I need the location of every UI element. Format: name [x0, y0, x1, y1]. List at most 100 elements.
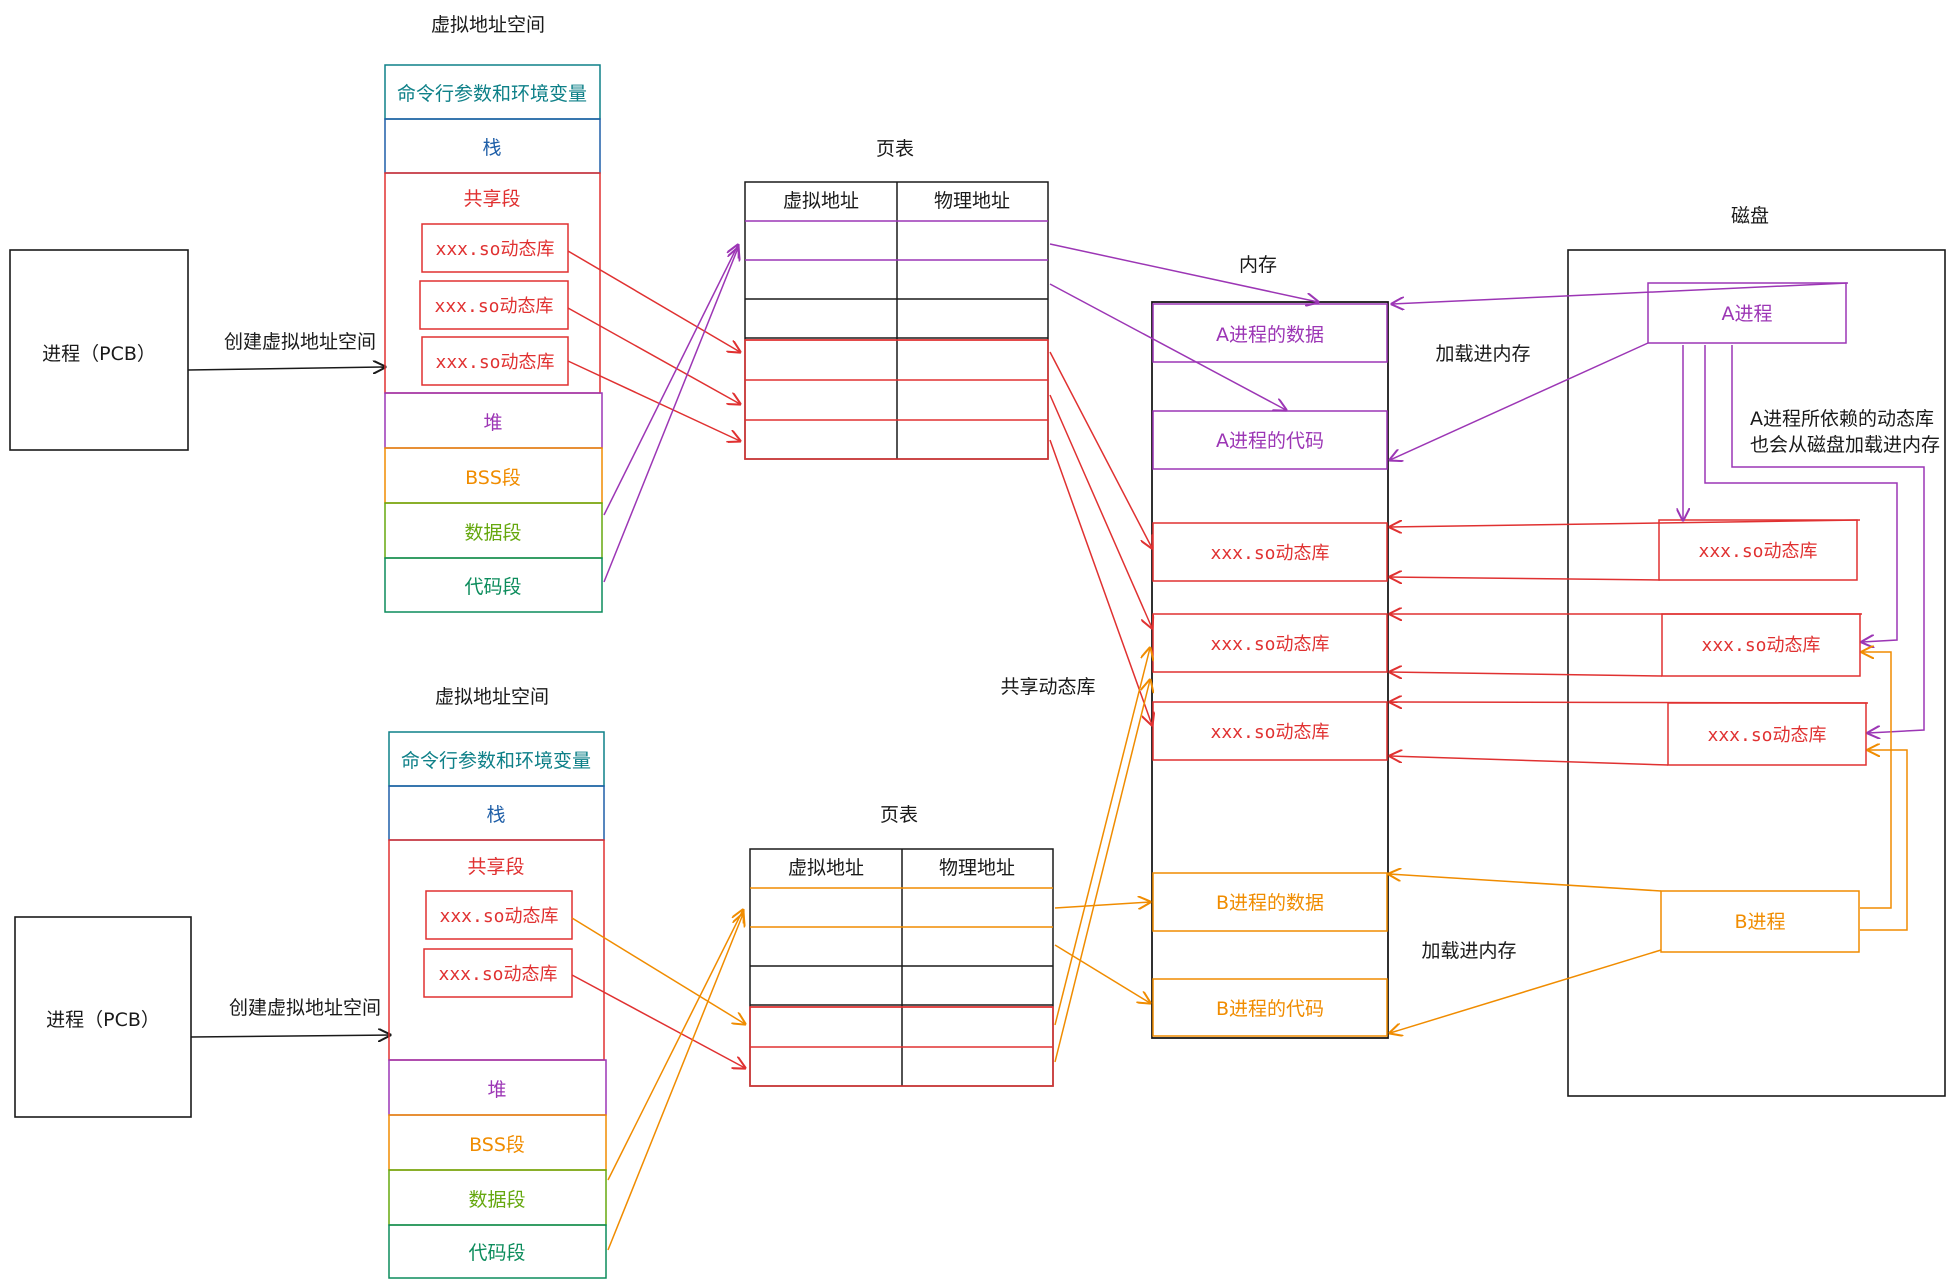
segment-heap-label-a: 堆 — [483, 412, 502, 434]
arrow-pt-b-to-b-code — [1054, 944, 1150, 1003]
arrow-disk-b-to-lib2 — [1860, 652, 1892, 909]
segment-code-b — [388, 1224, 607, 1279]
disk: 磁盘 A进程 xxx.so动态库 xxx.so动态库 xxx.so动态库 B进程… — [1421, 205, 1946, 1097]
create-label-b: 创建虚拟地址空间 — [229, 997, 381, 1019]
shared-lib-label-a-3: xxx.so动态库 — [435, 352, 554, 373]
disk-b-process-label: B进程 — [1734, 911, 1785, 933]
disk-lib-1 — [1658, 519, 1858, 581]
page-table-col-physical-a: 物理地址 — [934, 190, 1010, 212]
disk-lib-2-label: xxx.so动态库 — [1701, 635, 1820, 656]
arrow-pt-a-to-lib3 — [1049, 439, 1152, 725]
arrow-pt-a-to-lib1 — [1049, 351, 1152, 548]
page-table-red-block-a — [744, 339, 1049, 460]
page-table-title-b: 页表 — [880, 804, 918, 826]
pcb-label-b: 进程（PCB） — [46, 1009, 160, 1031]
arrow-lib-b2-to-pt — [571, 974, 745, 1068]
disk-lib-1-label: xxx.so动态库 — [1698, 541, 1817, 562]
process-a: 进程（PCB） 创建虚拟地址空间 虚拟地址空间 命令行参数和环境变量 栈 共享段… — [9, 14, 1049, 613]
arrow-code-a-to-pt — [603, 248, 738, 583]
arrow-disk-lib3-to-mem3 — [1390, 702, 1869, 703]
memory: 内存 A进程的数据 A进程的代码 xxx.so动态库 xxx.so动态库 xxx… — [1000, 254, 1389, 1039]
disk-title: 磁盘 — [1731, 205, 1769, 227]
disk-b-process — [1660, 890, 1860, 953]
shared-lib-b-2 — [423, 948, 573, 998]
memory-title: 内存 — [1239, 254, 1277, 276]
vas-title-a: 虚拟地址空间 — [431, 14, 545, 36]
arrow-pt-b-to-lib1 — [1054, 648, 1150, 1026]
create-arrow-a — [187, 367, 385, 370]
arrows-process-b — [571, 648, 1150, 1251]
memory-b-code — [1152, 978, 1388, 1037]
memory-lib-2-label: xxx.so动态库 — [1210, 634, 1329, 655]
disk-lib-3-label: xxx.so动态库 — [1707, 725, 1826, 746]
arrow-pt-b-to-lib2 — [1054, 680, 1150, 1063]
memory-a-code — [1152, 410, 1388, 470]
segment-data-label-b: 数据段 — [468, 1189, 525, 1211]
arrow-lib-a1-to-pt — [567, 250, 740, 352]
page-table-col-virtual-b: 虚拟地址 — [788, 857, 864, 879]
create-arrow-b — [190, 1035, 390, 1037]
arrow-lib-a2-to-pt — [567, 307, 740, 404]
arrow-disk-a-to-lib2 — [1704, 345, 1898, 642]
segment-stack-label-a: 栈 — [482, 137, 501, 159]
segment-code-label-b: 代码段 — [468, 1242, 525, 1264]
arrow-disk-lib2b-to-mem2 — [1390, 672, 1663, 676]
arrow-pt-a-to-a-data — [1049, 243, 1318, 302]
memory-b-code-label: B进程的代码 — [1216, 998, 1324, 1020]
arrow-pt-b-to-b-data — [1054, 902, 1150, 908]
memory-a-code-label: A进程的代码 — [1216, 430, 1324, 452]
shared-lib-label-b-1: xxx.so动态库 — [439, 906, 558, 927]
memory-b-data — [1152, 872, 1388, 932]
disk-box — [1567, 249, 1946, 1097]
shared-lib-label-a-2: xxx.so动态库 — [434, 296, 553, 317]
vas-title-b: 虚拟地址空间 — [435, 686, 549, 708]
segment-bss-label-a: BSS段 — [465, 467, 521, 489]
create-label-a: 创建虚拟地址空间 — [224, 331, 376, 353]
segment-args-label-a: 命令行参数和环境变量 — [397, 83, 587, 105]
segment-shared-label-a: 共享段 — [463, 188, 520, 210]
arrow-disk-a-to-a-code — [1390, 342, 1649, 460]
arrow-data-b-to-pt — [607, 910, 743, 1181]
memory-a-data — [1152, 303, 1388, 363]
arrow-disk-a-to-a-data — [1392, 282, 1849, 304]
arrow-disk-lib1b-to-mem1 — [1390, 577, 1661, 580]
segment-data-label-a: 数据段 — [464, 522, 521, 544]
memory-lib-2 — [1152, 613, 1388, 673]
arrow-disk-b-to-lib3 — [1860, 750, 1908, 931]
arrows-process-a — [567, 243, 1318, 725]
segment-heap-label-b: 堆 — [487, 1079, 506, 1101]
page-table-red-block-b — [749, 1006, 1054, 1087]
page-table-col-physical-b: 物理地址 — [939, 857, 1015, 879]
page-table-col-virtual-a: 虚拟地址 — [783, 190, 859, 212]
arrow-code-b-to-pt — [607, 914, 743, 1251]
page-table-title-a: 页表 — [876, 138, 914, 160]
arrow-disk-b-to-b-code — [1390, 949, 1662, 1033]
load-label-b: 加载进内存 — [1421, 940, 1516, 962]
disk-a-process — [1647, 282, 1847, 344]
pcb-box-b — [14, 916, 192, 1118]
segment-shared-label-b: 共享段 — [467, 856, 524, 878]
dependency-note-line1: A进程所依赖的动态库 — [1750, 408, 1934, 430]
segment-code-a — [384, 557, 603, 613]
memory-box — [1151, 301, 1389, 1039]
shared-lib-label-a-1: xxx.so动态库 — [435, 239, 554, 260]
arrow-lib-b1-to-pt — [571, 917, 745, 1024]
memory-lib-1-label: xxx.so动态库 — [1210, 543, 1329, 564]
arrow-disk-a-to-lib3 — [1731, 345, 1925, 733]
dependency-note-line2: 也会从磁盘加载进内存 — [1750, 434, 1940, 456]
process-b: 进程（PCB） 创建虚拟地址空间 虚拟地址空间 命令行参数和环境变量 栈 共享段… — [14, 686, 1054, 1279]
memory-b-data-label: B进程的数据 — [1216, 892, 1324, 914]
segment-args-label-b: 命令行参数和环境变量 — [401, 750, 591, 772]
arrows-disk-load — [1389, 282, 1925, 1033]
arrow-pt-a-to-lib2 — [1049, 394, 1152, 628]
shared-lib-label-b-2: xxx.so动态库 — [438, 964, 557, 985]
disk-a-process-label: A进程 — [1722, 303, 1773, 325]
arrow-data-a-to-pt — [603, 245, 738, 516]
pcb-box-a — [9, 249, 189, 451]
arrow-pt-a-to-a-code — [1049, 283, 1286, 410]
memory-lib-3 — [1152, 701, 1388, 761]
memory-lib-1 — [1152, 522, 1388, 582]
load-label-a: 加载进内存 — [1435, 343, 1530, 365]
shared-lib-b-1 — [425, 890, 573, 940]
